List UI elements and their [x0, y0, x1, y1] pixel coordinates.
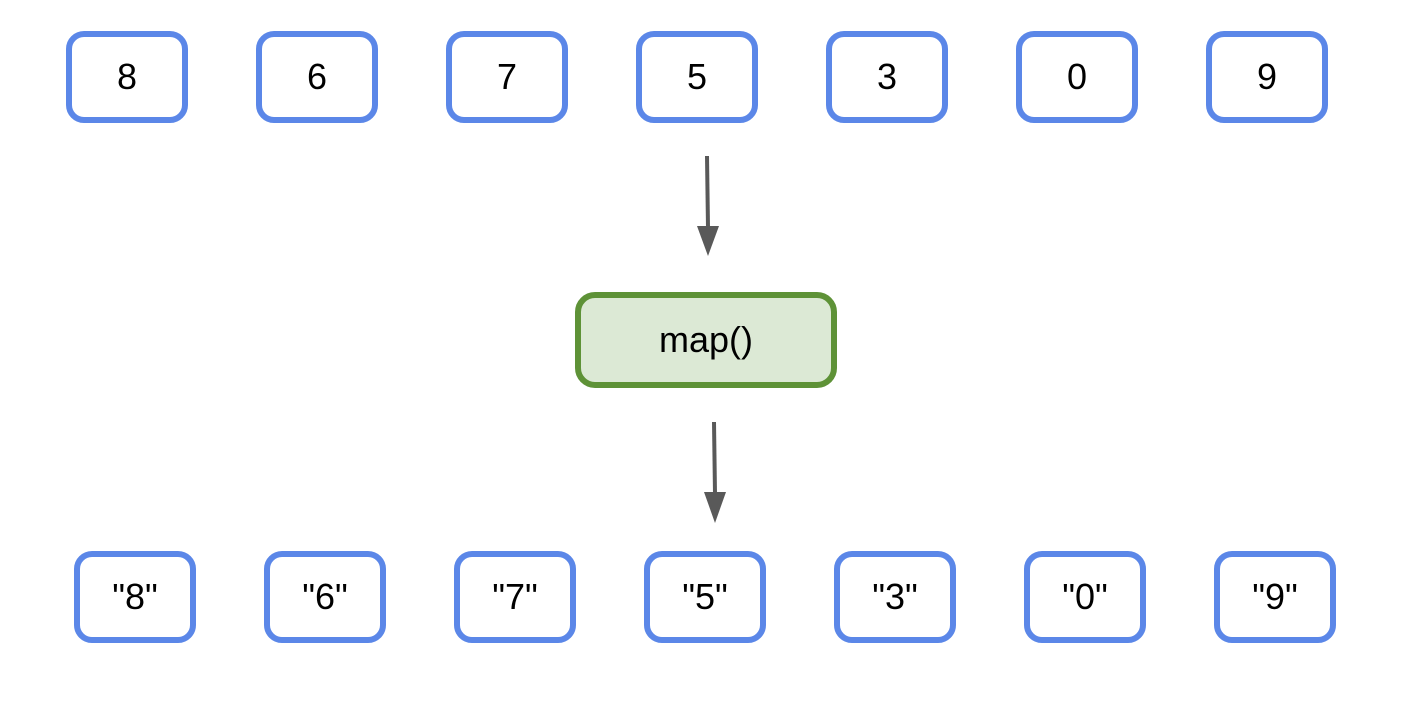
output-item: "5": [644, 551, 766, 643]
input-item: 3: [826, 31, 948, 123]
input-row: 8 6 7 5 3 0 9: [0, 31, 1422, 131]
input-item: 7: [446, 31, 568, 123]
output-item: "0": [1024, 551, 1146, 643]
input-item: 5: [636, 31, 758, 123]
input-item: 9: [1206, 31, 1328, 123]
output-item: "3": [834, 551, 956, 643]
output-item: "9": [1214, 551, 1336, 643]
arrow-down-icon: [697, 155, 719, 256]
output-item: "6": [264, 551, 386, 643]
arrow-down-icon: [704, 421, 726, 523]
input-item: 0: [1016, 31, 1138, 123]
output-item: "8": [74, 551, 196, 643]
output-row: "8" "6" "7" "5" "3" "0" "9": [0, 551, 1422, 651]
map-function-box: map(): [575, 292, 837, 388]
output-item: "7": [454, 551, 576, 643]
input-item: 8: [66, 31, 188, 123]
input-item: 6: [256, 31, 378, 123]
